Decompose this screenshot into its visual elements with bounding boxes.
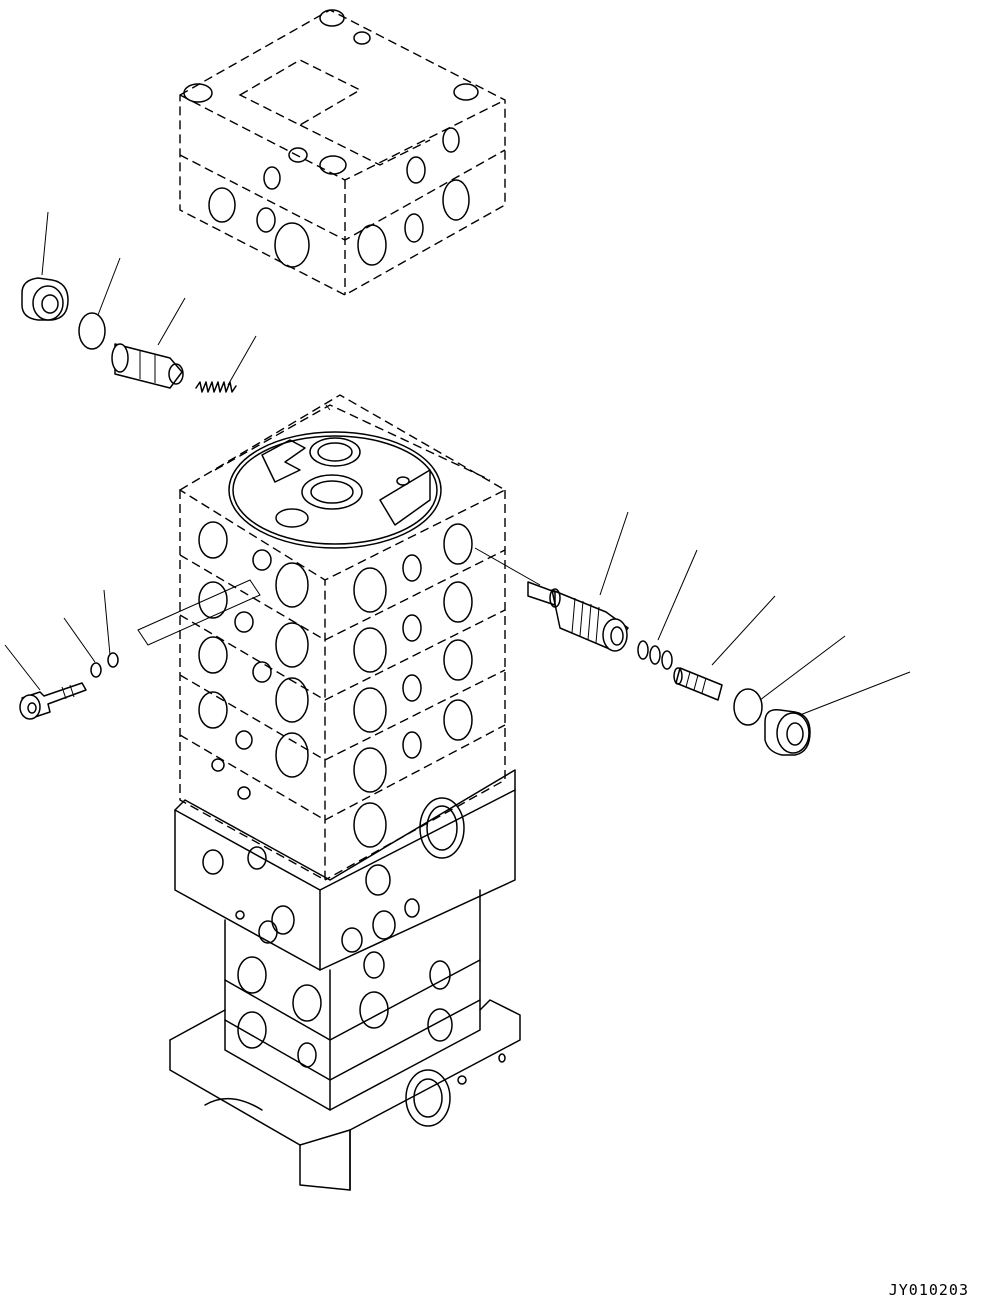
pin-right [673,667,723,701]
ring-right-3 [661,650,673,670]
o-ring-small-a [90,662,102,678]
main-valve-body [178,394,507,882]
drawing-code-label: JY010203 [888,1281,969,1299]
o-ring-left [78,312,106,350]
plug-left [21,277,69,321]
bolt-left [19,682,87,720]
spring-left [195,381,237,393]
plug-right [764,709,811,756]
ring-right-1 [637,640,649,660]
spool-piece-left [111,343,184,389]
o-ring-right [733,688,763,726]
left-lower-parts [4,579,261,720]
lower-valve-body [169,769,521,1191]
o-ring-small-b [107,652,119,668]
left-upper-parts [21,211,257,393]
assembly-guide [137,579,261,646]
spool-right [527,581,629,652]
ring-right-2 [649,645,661,665]
top-cover-block [179,9,506,296]
right-parts [474,511,911,756]
